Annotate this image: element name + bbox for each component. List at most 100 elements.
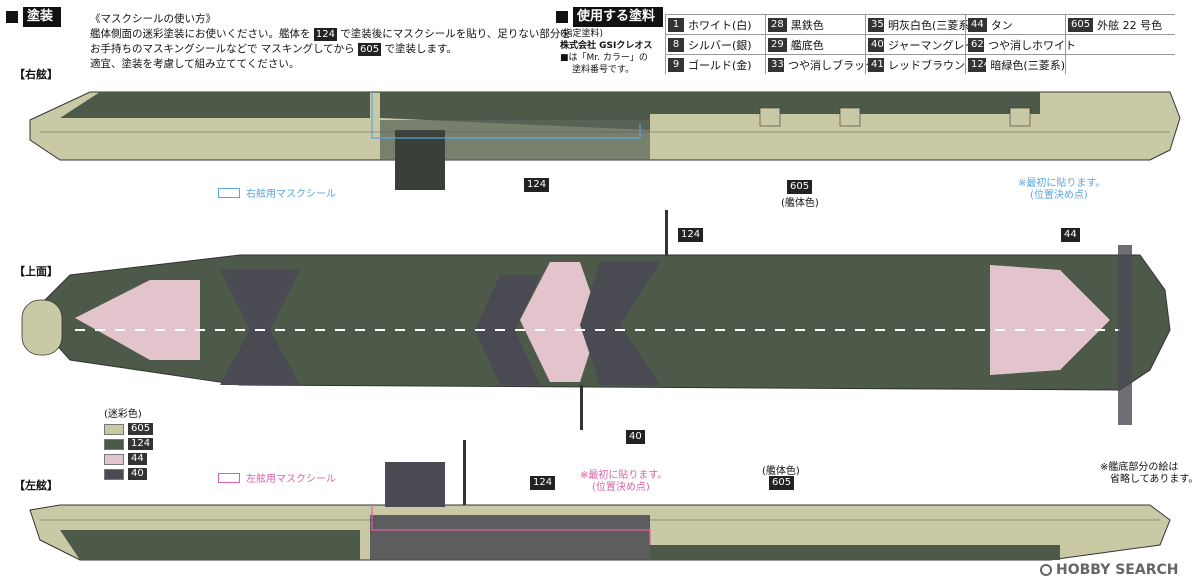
port-camo-40 — [370, 515, 650, 560]
legend-item: 605 — [104, 423, 154, 435]
paint-item: 1 ホワイト(白) — [665, 14, 765, 34]
top-view-label: 【上面】 — [14, 265, 58, 278]
paint-code: 62 — [968, 37, 984, 52]
paint-item: 35 明灰白色(三菱系) — [865, 14, 974, 34]
legend-swatch — [104, 468, 124, 480]
mask-note-line-3: 適宜、塗装を考慮して組み立ててください。 — [90, 58, 300, 70]
port-mask-label: 左舷用マスクシール — [218, 470, 336, 485]
paint-code: 9 — [668, 57, 684, 72]
watermark-logo-icon — [1040, 564, 1052, 576]
port-view-label: 【左舷】 — [14, 479, 58, 492]
starboard-camo-124 — [60, 92, 370, 118]
paint-code: 33 — [768, 57, 784, 72]
mask-note-line-2: お手持ちのマスキングシールなどで マスキングしてから 605 で塗装します。 — [90, 42, 571, 57]
code-chip: 605 — [358, 43, 382, 56]
paint-item — [1065, 54, 1175, 74]
top-bow-pink — [75, 280, 200, 360]
paints-title: 使用する塗料 — [573, 7, 664, 27]
starboard-view-label: 【右舷】 — [14, 68, 58, 81]
hull-bottom-text: ※艦底部分の絵は — [1100, 462, 1179, 473]
top-camo-40 — [580, 262, 660, 385]
mask-note-text: 艦体側面の迷彩塗装にお使いください。艦体を — [90, 28, 311, 40]
paint-name: 黒鉄色 — [790, 18, 824, 32]
top-mid-pink — [520, 262, 600, 382]
paint-code: 40 — [868, 37, 884, 52]
first-stick-port: ※最初に貼ります。 (位置決め点) — [580, 470, 667, 494]
tag-124-starboard: 124 — [524, 178, 550, 192]
header-square-icon — [556, 11, 568, 23]
watermark-text: HOBBY SEARCH — [1056, 562, 1179, 578]
legend-item: 124 — [104, 438, 154, 450]
legend-code: 40 — [128, 468, 147, 480]
brand-name: 株式会社 GSIクレオス — [560, 41, 653, 51]
top-mast — [665, 210, 668, 255]
hull-bottom-subtext: 省略してあります。 — [1110, 474, 1199, 485]
paint-code: 28 — [768, 17, 787, 32]
legend-swatch — [104, 453, 124, 465]
top-camo-40 — [475, 275, 540, 385]
paint-name: ホワイト(白) — [688, 18, 752, 32]
blue-mask-swatch — [218, 187, 240, 198]
starboard-gun-sponson — [1009, 107, 1031, 127]
port-mask-outline — [371, 505, 651, 545]
tag-124-top: 124 — [678, 228, 704, 242]
legend-item: 40 — [104, 468, 153, 480]
paint-code: 44 — [968, 17, 987, 32]
painting-title: 塗装 — [23, 7, 62, 27]
paint-code: 1 — [668, 17, 684, 32]
paint-item — [1065, 34, 1175, 54]
paint-name: シルバー(銀) — [688, 38, 752, 52]
paint-code: 124 — [968, 57, 990, 72]
paint-code: 35 — [868, 17, 884, 32]
starboard-gun-sponson — [839, 107, 861, 127]
hull-bottom-note: ※艦底部分の絵は 省略してあります。 — [1100, 462, 1198, 486]
first-stick-starboard: ※最初に貼ります。 (位置決め点) — [1018, 178, 1105, 202]
legend-swatch — [104, 423, 124, 435]
paint-name: 暗緑色(三菱系) — [990, 58, 1065, 72]
port-mast — [463, 440, 466, 505]
watermark: HOBBY SEARCH — [1040, 562, 1178, 578]
paint-name: 明灰白色(三菱系) — [888, 18, 974, 32]
tag-605-starboard: 605 — [787, 180, 813, 194]
brand-note-1: ■は「Mr. カラー」の — [560, 53, 648, 63]
starboard-gun-sponson — [759, 107, 781, 127]
paint-code: 29 — [768, 37, 787, 52]
top-bow-forecastle — [21, 299, 63, 356]
legend-code: 44 — [128, 453, 147, 465]
paint-name: 外舷 22 号色 — [1097, 18, 1163, 32]
paints-header: 使用する塗料 — [556, 6, 664, 28]
port-camo-124-b — [650, 545, 1060, 560]
brand-block: (指定塗料) 株式会社 GSIクレオス ■は「Mr. カラー」の 塗料番号です。 — [560, 28, 652, 76]
mask-note-text: で塗装後にマスクシールを貼り、足りない部分を — [340, 28, 571, 40]
top-stern-pink — [990, 265, 1110, 375]
port-island — [385, 462, 445, 507]
paint-name: タン — [990, 18, 1013, 32]
first-stick-subtext: (位置決め点) — [1030, 190, 1088, 201]
legend-code: 124 — [128, 438, 154, 450]
starboard-mask-label: 右舷用マスクシール — [218, 185, 336, 200]
first-stick-subtext: (位置決め点) — [592, 482, 650, 493]
paint-name: レッドブラウン — [888, 58, 965, 72]
tag-40-top: 40 — [626, 430, 645, 444]
starboard-hull-view — [29, 91, 1181, 190]
port-mask-text: 左舷用マスクシール — [246, 474, 336, 485]
legend-list: 605 124 44 40 — [104, 423, 154, 480]
starboard-mask-text: 右舷用マスクシール — [246, 189, 336, 200]
tag-605-port: 605 — [769, 476, 795, 490]
legend-item: 44 — [104, 453, 153, 465]
mask-note-text: お手持ちのマスキングシールなどで マスキングしてから — [90, 43, 355, 55]
starboard-funnel — [395, 130, 445, 190]
top-camo-40 — [220, 270, 300, 385]
tag-44-top: 44 — [1061, 228, 1080, 242]
